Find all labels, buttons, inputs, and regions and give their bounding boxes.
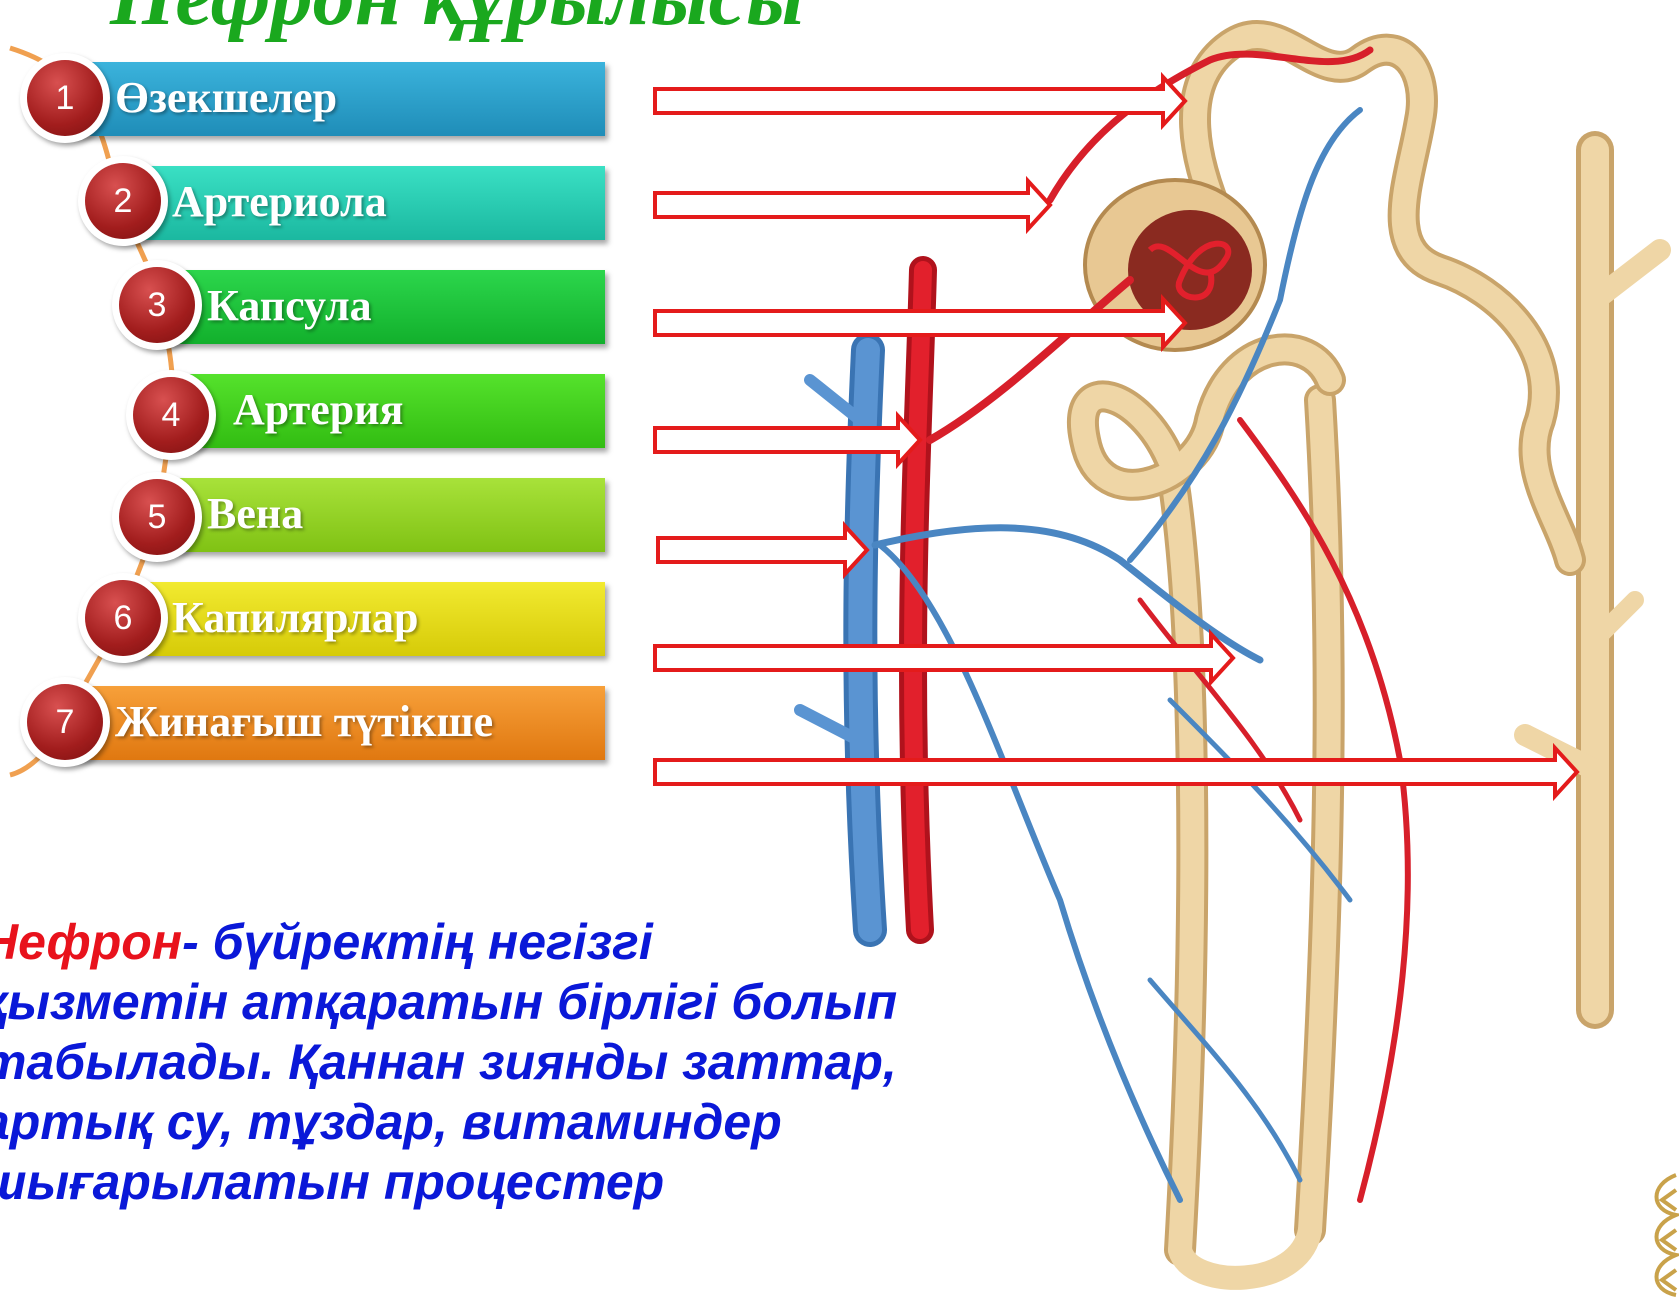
nephron-definition: Нефрон- бүйректің негізгі қызметін атқар… <box>0 912 902 1212</box>
arrow-7 <box>655 748 1577 796</box>
arrow-1 <box>655 77 1185 125</box>
ornament-icon <box>1640 1170 1679 1298</box>
arrow-6 <box>655 634 1233 682</box>
arrow-2 <box>655 181 1050 229</box>
arrow-5 <box>658 526 867 574</box>
arrow-4 <box>655 416 920 464</box>
arrow-3 <box>655 299 1185 347</box>
definition-term: Нефрон <box>0 914 182 970</box>
